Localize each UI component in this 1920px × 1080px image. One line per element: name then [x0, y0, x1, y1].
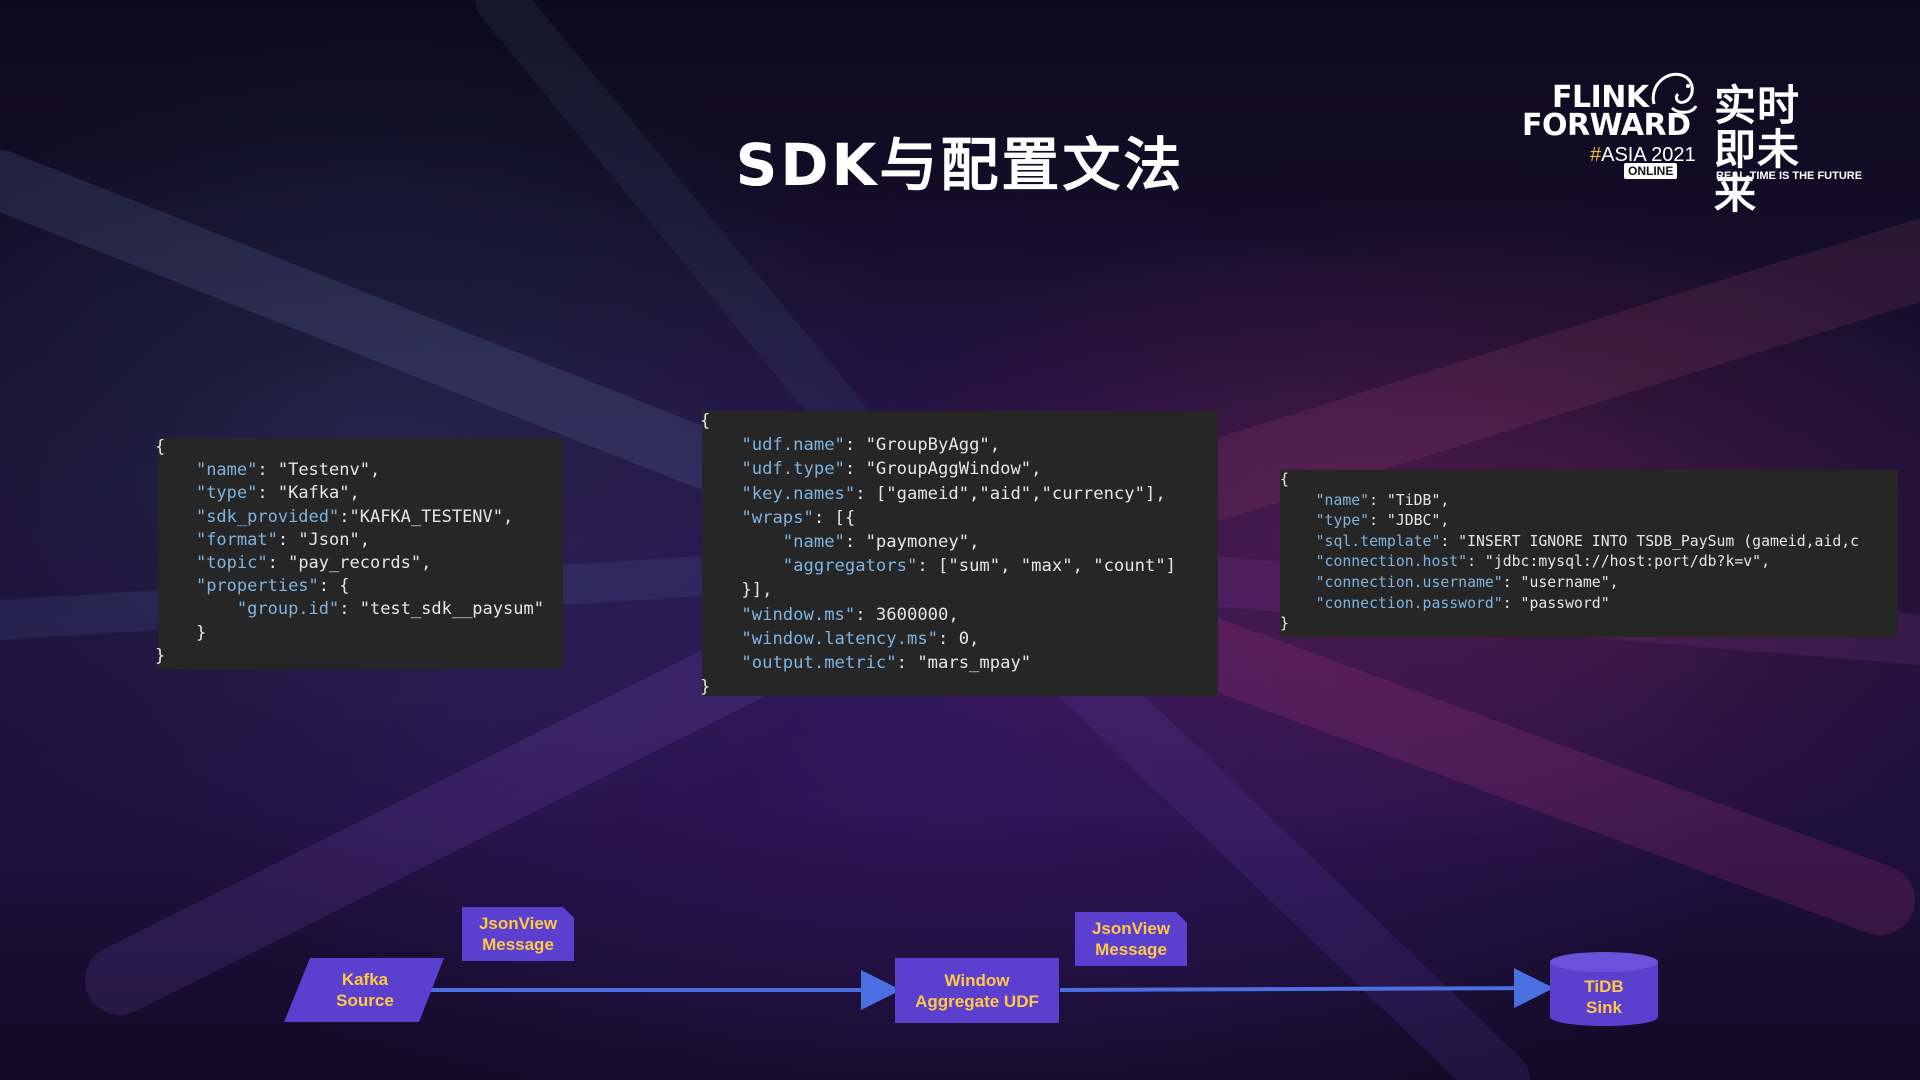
code-line: "wraps": [{: [741, 507, 856, 528]
tidb-sink-node: [1550, 952, 1658, 1026]
json-message-2-line2: Message: [1095, 940, 1167, 959]
window-udf-config-code: { "udf.name": "GroupByAgg", "udf.type": …: [700, 409, 1220, 697]
sink-config-background: [1280, 470, 1898, 637]
source-config-background: [158, 438, 563, 669]
code-line: "udf.name": "GroupByAgg",: [741, 435, 1001, 456]
code-line: "format": "Json",: [195, 529, 370, 550]
code-line: "connection.host": "jdbc:mysql://host:po…: [1315, 553, 1770, 571]
code-line: "udf.type": "GroupAggWindow",: [741, 459, 1042, 480]
code-line: "key.names": ["gameid","aid","currency"]…: [741, 483, 1166, 504]
tidb-sink-label-line2: Sink: [1586, 998, 1622, 1017]
tidb-sink-label: TiDB Sink: [1550, 968, 1658, 1026]
json-message-1-line2: Message: [482, 935, 554, 954]
json-message-badge-1: [462, 907, 574, 961]
logo-edition-text: ASIA 2021: [1601, 144, 1696, 166]
json-message-1-line1: JsonView: [478, 914, 558, 933]
json-message-badge-2: [1075, 912, 1187, 966]
arrow-udf-to-sink: [1059, 968, 1554, 1009]
kafka-source-config-code: { "name": "Testenv", "type": "Kafka", "s…: [155, 436, 565, 672]
code-line: }: [1280, 615, 1289, 633]
logo-hash: #: [1590, 144, 1602, 166]
code-line: "window.ms": 3600000,: [741, 604, 959, 625]
code-line: "name": "Testenv",: [195, 460, 381, 481]
tidb-sink-config-code: { "name": "TiDB", "type": "JDBC", "sql.t…: [1280, 470, 1898, 640]
tidb-sink-label-line1: TiDB: [1584, 977, 1624, 996]
code-line: "sql.template": "INSERT IGNORE INTO TSDB…: [1315, 532, 1860, 550]
code-line: "group.id": "test_sdk__paysum": [236, 599, 544, 620]
logo-tagline: REAL-TIME IS THE FUTURE: [1716, 170, 1863, 182]
code-line: {: [1280, 471, 1289, 488]
squirrel-icon: [1651, 72, 1698, 114]
window-udf-node: [895, 958, 1059, 1023]
code-line: }: [155, 645, 166, 666]
logo-line-forward: FORWARD: [1522, 108, 1691, 143]
json-message-2-line1: JsonView: [1091, 919, 1171, 938]
window-udf-label-line1: Window: [944, 970, 1010, 990]
logo-cn-slogan: 实时 即未来: [1714, 84, 1838, 216]
code-line: {: [700, 411, 711, 431]
logo-cn-line2: 即未来: [1714, 125, 1801, 218]
code-line: "connection.password": "password": [1315, 594, 1610, 612]
code-line: "properties": {: [195, 576, 350, 597]
logo-line-flink: FLINK: [1552, 80, 1649, 115]
kafka-source-label-line2: Source: [336, 991, 394, 1010]
logo-online-badge: ONLINE: [1624, 163, 1678, 179]
code-line: "output.metric": "mars_mpay": [741, 653, 1032, 674]
window-udf-label-line2: Aggregate UDF: [915, 991, 1039, 1011]
code-line: "name": "TiDB",: [1315, 491, 1450, 509]
kafka-source-label-line1: Kafka: [341, 970, 389, 989]
code-line: "name": "paymoney",: [782, 532, 980, 553]
slide-title: SDK与配置文法: [735, 131, 1185, 199]
code-line: "type": "Kafka",: [195, 483, 360, 504]
code-line: "aggregators": ["sum", "max", "count"]: [782, 556, 1177, 577]
logo-cn-line1: 实时: [1714, 81, 1801, 130]
code-line: "topic": "pay_records",: [195, 553, 432, 574]
code-line: "sdk_provided":"KAFKA_TESTENV",: [195, 506, 514, 527]
code-line: }: [700, 677, 711, 697]
logo-edition: #ASIA 2021: [1590, 144, 1696, 167]
code-line: {: [155, 437, 166, 457]
kafka-source-node: [284, 958, 444, 1022]
code-line: "connection.username": "username",: [1315, 573, 1619, 591]
udf-config-background: [702, 411, 1218, 696]
flink-forward-logo: FLINK FORWARD #ASIA 2021 ONLINE 实时 即未来 R…: [1518, 62, 1862, 216]
code-line: }: [155, 622, 207, 643]
code-line: "window.latency.ms": 0,: [741, 628, 980, 649]
code-line: }],: [700, 580, 773, 601]
code-line: "type": "JDBC",: [1315, 512, 1450, 530]
